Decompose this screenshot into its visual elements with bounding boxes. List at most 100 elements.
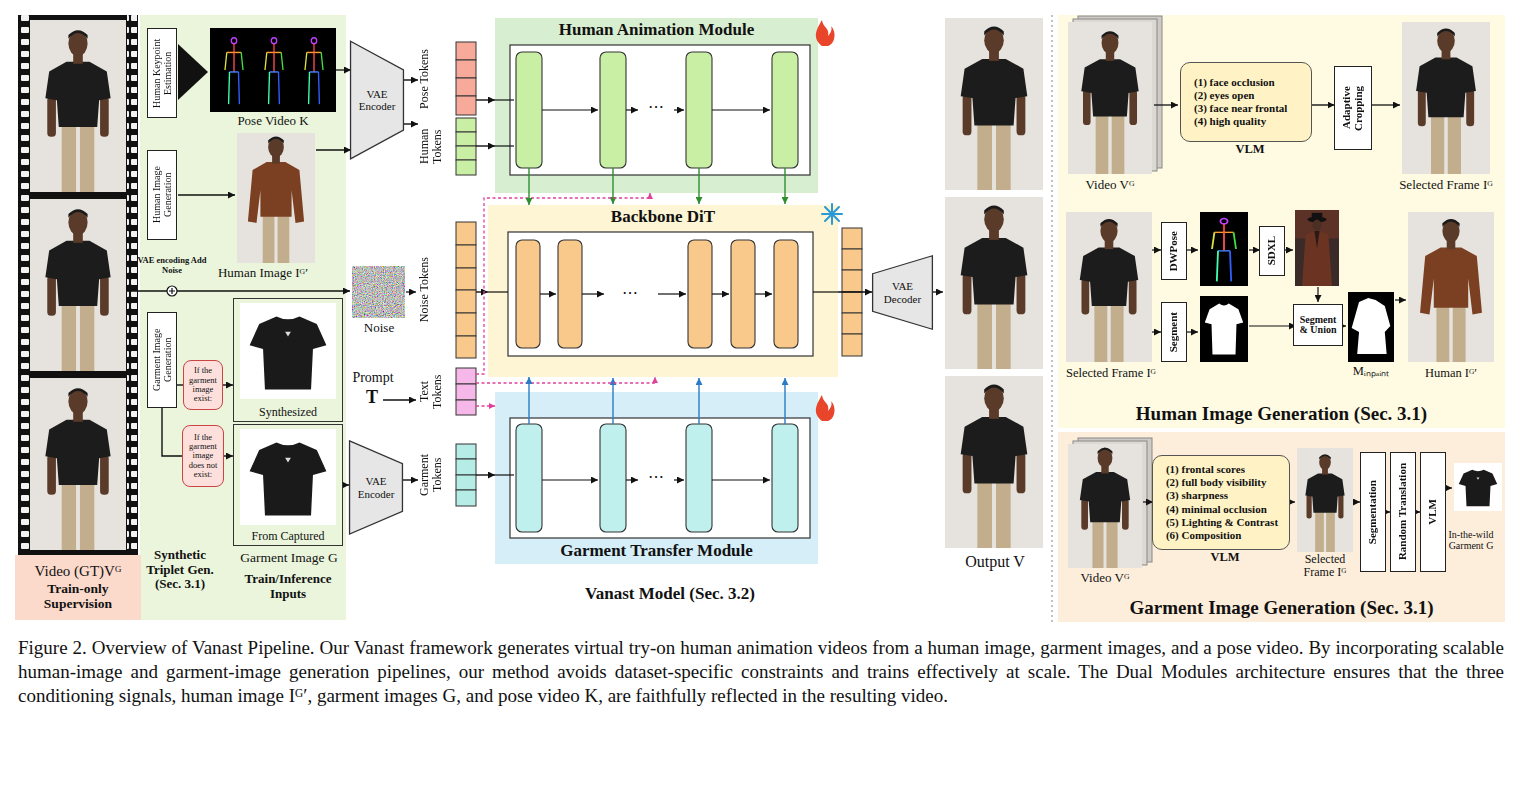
- module-internals: [558, 240, 582, 348]
- film-strip: [30, 378, 126, 551]
- token-stack: [842, 249, 862, 270]
- input-illustrations: [167, 286, 177, 296]
- process-box: Segment: [1161, 302, 1187, 362]
- vae-decoder: VAE Decoder: [872, 255, 933, 330]
- figure-label: Garment Image G: [232, 550, 346, 565]
- module-internals: [712, 479, 770, 480]
- module-internals: [600, 424, 626, 532]
- node-text: VAE Encoder: [350, 88, 404, 112]
- film-strip: [127, 15, 137, 555]
- right-illustrations: [1066, 16, 1502, 573]
- input-illustrations: [406, 291, 416, 292]
- vae-shape: [351, 41, 404, 159]
- node-text: If the garment image does not exist:: [185, 433, 221, 480]
- right-illustrations: [1066, 210, 1152, 365]
- node-text: Adaptive Cropping: [1337, 69, 1368, 147]
- module-internals: [626, 479, 638, 480]
- section-label: Vanast Model (Sec. 3.2): [480, 584, 860, 603]
- token-stack: [456, 132, 476, 146]
- token-stack: [842, 313, 862, 334]
- module-internals: [772, 424, 798, 532]
- node-text: From Captured: [252, 530, 325, 543]
- right-illustrations: [1354, 501, 1360, 502]
- node-text: SDXL: [1262, 236, 1282, 265]
- token-stack: [456, 118, 476, 175]
- token-stack: [456, 444, 476, 506]
- module-internals: [510, 418, 810, 538]
- module-label: VLM: [1181, 142, 1319, 157]
- token-stack: Noise Tokens: [418, 222, 476, 358]
- output-illustrations: [930, 16, 1043, 550]
- garment-frame: Synthesized: [233, 298, 343, 422]
- right-illustrations: [1152, 331, 1161, 332]
- node-text: Backbone DiT: [607, 208, 719, 227]
- module-internals: [488, 20, 842, 538]
- module-internals: [816, 395, 835, 421]
- module-internals: [495, 99, 514, 100]
- module-internals: [686, 52, 712, 168]
- node-text: Pose Tokens: [418, 49, 431, 109]
- criteria-box: (1) face occlusion(2) eyes open(3) face …: [1180, 62, 1312, 142]
- module-internals: [784, 378, 785, 424]
- module-internals: [784, 168, 785, 204]
- output-illustrations: [945, 374, 1043, 550]
- right-illustrations: [1369, 104, 1400, 105]
- token-stack: Text Tokens: [418, 368, 476, 415]
- token-stack: [456, 42, 476, 115]
- module-internals: [582, 293, 604, 294]
- input-illustrations: [383, 399, 416, 400]
- vae-encoder: VAE Encoder: [349, 440, 403, 535]
- node-text: Train-only Supervision: [15, 582, 141, 612]
- process-box: Adaptive Cropping: [1334, 66, 1371, 150]
- process-box: Human Image Generation: [147, 150, 177, 240]
- node-text: Video (GT)Vᴳ: [35, 563, 122, 580]
- module-internals: [542, 479, 598, 480]
- right-illustrations: [1295, 210, 1339, 286]
- connector: [476, 99, 495, 100]
- token-stack: Garment Tokens: [418, 444, 476, 506]
- node-text: Garment Image Generation: [152, 315, 173, 405]
- input-illustrations: [256, 31, 292, 109]
- criteria-box: (1) frontal scores(2) full body visibili…: [1152, 455, 1290, 550]
- input-illustrations: [240, 429, 336, 525]
- film-strip: [30, 20, 126, 193]
- token-stack: [456, 146, 476, 160]
- node-text: (5) Lighting & Contrast: [1162, 516, 1282, 529]
- right-illustrations: [1186, 331, 1198, 332]
- figure-label: Selected Frame Iᴳ: [1390, 178, 1502, 193]
- right-illustrations: [1200, 296, 1248, 362]
- panel-background: [1058, 432, 1505, 622]
- figure-label: Human Image Iᴳ′: [188, 266, 338, 281]
- right-illustrations: [1348, 292, 1394, 362]
- module-internals: [495, 145, 514, 146]
- module-internals: [516, 424, 542, 532]
- panel-background: [1051, 15, 1052, 622]
- module-internals: [516, 424, 798, 532]
- token-stack: [456, 42, 476, 60]
- node-text: Garment Image Generation (Sec. 3.1): [1126, 598, 1438, 619]
- right-illustrations: [1296, 448, 1354, 552]
- module-internals: [712, 293, 729, 294]
- module-internals: [626, 109, 638, 110]
- vae-encoder: VAE Encoder: [350, 40, 404, 160]
- module-internals: [755, 293, 772, 294]
- token-stack: [456, 313, 476, 336]
- token-stack: [456, 290, 476, 313]
- figure-label: Human Iᴳ′: [1396, 366, 1506, 380]
- node-text: (1) frontal scores: [1162, 463, 1249, 476]
- right-illustrations: [1186, 249, 1198, 250]
- node-text: (2) full body visibility: [1162, 476, 1271, 489]
- film-strip: [18, 15, 138, 555]
- process-box: Segmentation: [1360, 452, 1386, 572]
- module-internals: [542, 109, 598, 110]
- connector: [343, 484, 349, 485]
- connector: [223, 384, 233, 385]
- connector: [404, 123, 418, 124]
- module-internals: [774, 240, 798, 348]
- token-stack: [456, 222, 476, 245]
- node-text: Human Image Generation (Sec. 3.1): [1132, 404, 1431, 425]
- input-illustrations: [177, 290, 350, 291]
- connector: [1312, 104, 1335, 105]
- input-illustrations: [126, 290, 167, 291]
